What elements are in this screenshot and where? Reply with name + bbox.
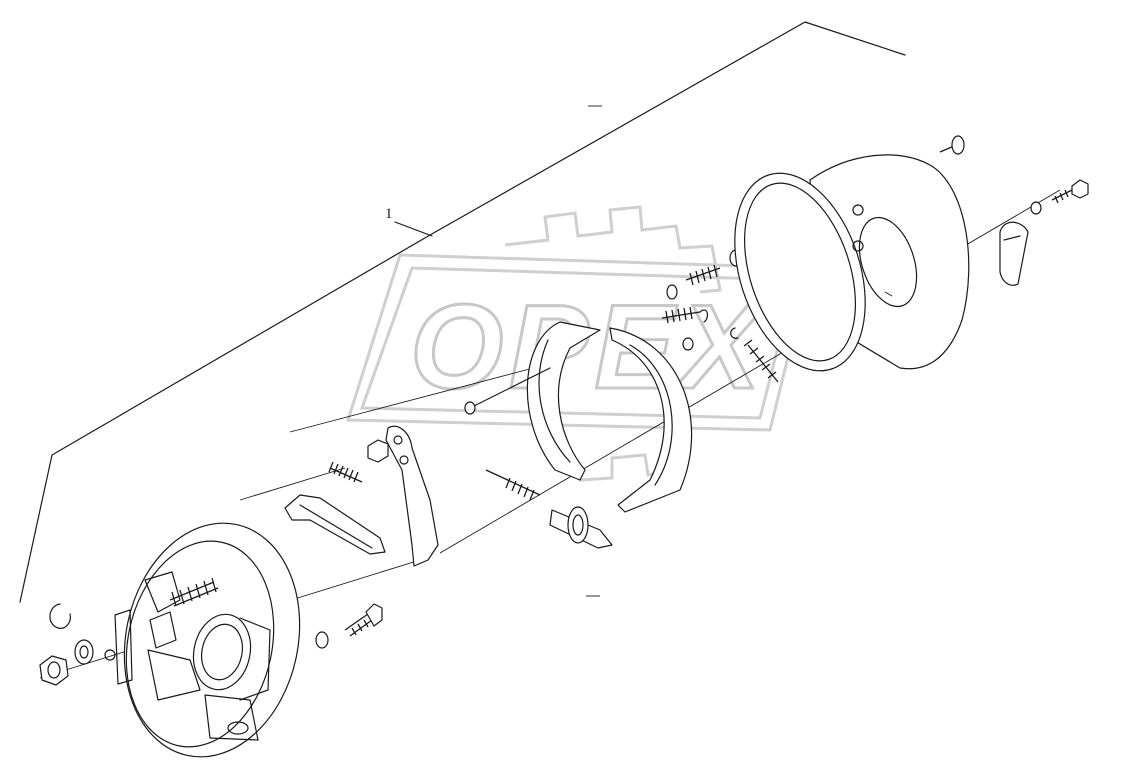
- drum-screw: [939, 135, 965, 155]
- watermark-frame: [345, 253, 812, 432]
- lever-nut: [367, 439, 389, 463]
- lock-nut: [39, 655, 69, 686]
- watermark-text: OPEX: [410, 280, 767, 414]
- parking-lever: [385, 425, 439, 567]
- callout-number: 1: [385, 206, 393, 222]
- assembly-outline: 1: [19, 21, 906, 603]
- adjuster-spring: [485, 469, 541, 501]
- backing-plate: [104, 522, 301, 758]
- adjuster-wheel: [549, 506, 613, 549]
- drum-bolt: [1030, 179, 1089, 215]
- mounting-bolt: [315, 603, 383, 649]
- washer: [74, 639, 94, 665]
- shoe-pin: [464, 367, 551, 415]
- brake-shoe-rear: [526, 321, 601, 481]
- lever-spring: [328, 461, 363, 483]
- dust-cover: [999, 221, 1029, 286]
- watermark-logo: OPEX: [345, 205, 812, 482]
- strut-plate: [284, 494, 386, 555]
- return-spring-lower: [730, 327, 779, 383]
- retaining-clip: [49, 603, 71, 629]
- anchor-pin-spring: [169, 577, 219, 607]
- brake-drum: [734, 154, 970, 372]
- brake-shoe-front: [609, 327, 693, 513]
